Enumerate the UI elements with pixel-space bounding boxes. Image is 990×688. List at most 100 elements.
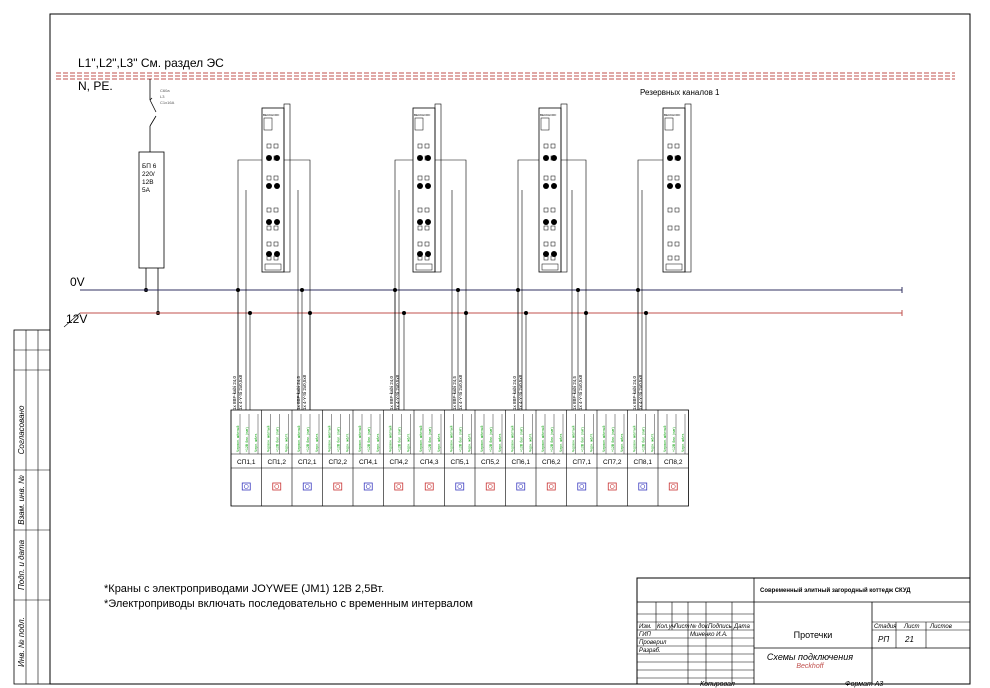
junction-dot bbox=[644, 311, 648, 315]
beckhoff-modules: BECKHOFF BECKHOFF BECKHOFF BECKHOFF bbox=[261, 103, 692, 273]
wire-color-label: Червон. жёлтый bbox=[328, 426, 332, 452]
stamp-sheet-value: 21 bbox=[904, 635, 914, 644]
stamp-sheet-header: Лист bbox=[903, 624, 919, 630]
wire-path bbox=[517, 159, 539, 410]
wire-color-label: Червон. жёлтый bbox=[419, 426, 423, 452]
terminal-cell-label: СП1,1 bbox=[237, 459, 256, 466]
stamp-copied: Копировал bbox=[700, 681, 735, 688]
module-brand-label: BECKHOFF bbox=[540, 113, 557, 117]
side-label-inv-orig: Инв. № подл. bbox=[17, 617, 26, 667]
terminal-cell-label: СП4,2 bbox=[390, 459, 409, 466]
cable-label: 1x 4-Y-Si 2x0,5x8 bbox=[638, 374, 643, 410]
breaker-label-2: L3 bbox=[160, 94, 165, 99]
wire-color-label: Черн. жёлт. bbox=[529, 433, 533, 452]
wire-color-label: Червон. жёлтый bbox=[358, 426, 362, 452]
terminal-cell: Червон. жёлтый+12В бел. (пит)Черн. жёлт.… bbox=[535, 410, 564, 506]
wire-color-label: +12В бел. (пит) bbox=[520, 427, 524, 452]
cable-label: 1x 8BF-kabi 24,0 bbox=[512, 375, 517, 410]
terminal-cell: Червон. жёлтый+12В бел. (пит)Черн. жёлт.… bbox=[291, 410, 320, 506]
feed-label-neutral: N, PE. bbox=[78, 79, 113, 93]
stamp-col-sheet: Лист bbox=[673, 624, 689, 630]
leak-sensor-icon bbox=[363, 482, 373, 491]
wire-color-label: +12В бел. (пит) bbox=[672, 427, 676, 452]
junction-dot bbox=[464, 311, 468, 315]
note-line-1: *Краны с электроприводами JOYWEE (JM1) 1… bbox=[104, 583, 384, 595]
wire-color-label: +12В бел. (пит) bbox=[489, 427, 493, 452]
wire-color-label: Червон. жёлтый bbox=[297, 426, 301, 452]
module-brand-label: BECKHOFF bbox=[414, 113, 431, 117]
terminal-cell: Червон. жёлтый+12В бел. (пит)Черн. жёлт.… bbox=[322, 410, 350, 506]
terminal-cell: Червон. жёлтый+12В бел. (пит)Черн. жёлт.… bbox=[627, 410, 655, 506]
beckhoff-module: BECKHOFF bbox=[412, 103, 442, 273]
wire-color-label: Червон. жёлтый bbox=[480, 426, 484, 452]
beckhoff-module: BECKHOFF bbox=[538, 103, 568, 273]
wire-path bbox=[561, 159, 587, 410]
wire-color-label: +12В бел. (пит) bbox=[367, 427, 371, 452]
cable-label: 1x 4-Y-Si 2x0,5x8 bbox=[518, 374, 523, 410]
terminal-cell-label: СП8,1 bbox=[634, 459, 653, 466]
cable-label: 1x 8BF-kabi 24,0 bbox=[389, 375, 394, 410]
wire-color-label: +12В бел. (пит) bbox=[581, 427, 585, 452]
leak-sensor-icon bbox=[333, 482, 343, 491]
module-brand-label: BECKHOFF bbox=[263, 113, 280, 117]
module-brand-label: BECKHOFF bbox=[664, 113, 681, 117]
junction-dot bbox=[393, 288, 397, 292]
stamp-col-change: Изм. bbox=[639, 624, 652, 630]
junction-dot bbox=[300, 288, 304, 292]
leak-sensor-icon bbox=[577, 482, 587, 491]
wire-color-label: +12В бел. (пит) bbox=[642, 427, 646, 452]
psu-label-3: 12В bbox=[142, 179, 154, 186]
wire-color-label: Червон. жёлтый bbox=[663, 426, 667, 452]
terminal-cell-label: СП7,1 bbox=[573, 459, 592, 466]
leak-sensor-icon bbox=[485, 482, 495, 491]
leak-sensor-icon bbox=[546, 482, 556, 491]
wire-color-label: Червон. жёлтый bbox=[267, 426, 271, 452]
wire-color-label: Черн. жёлт. bbox=[407, 433, 411, 452]
terminal-cell-label: СП4,1 bbox=[359, 459, 378, 466]
wire-color-label: Червон. жёлтый bbox=[572, 426, 576, 452]
stamp-drawing-subtitle: Beckhoff bbox=[796, 663, 824, 670]
stamp-stage-header: Стадия bbox=[874, 624, 897, 630]
junction-dot bbox=[584, 311, 588, 315]
wire-color-label: Черн. жёлт. bbox=[376, 433, 380, 452]
wire-color-label: Черн. жёлт. bbox=[651, 433, 655, 452]
title-block: Современный элитный загородный коттедж С… bbox=[636, 577, 971, 685]
side-label-inv-replace: Взам. инв. № bbox=[17, 475, 26, 525]
side-label-sign-date: Подп. и дата bbox=[17, 539, 26, 590]
stamp-gip: ГИП bbox=[639, 632, 652, 638]
stamp-format: Формат А3 bbox=[845, 681, 883, 688]
wire-color-label: +12В бел. (пит) bbox=[428, 427, 432, 452]
terminal-cell: Червон. жёлтый +12В бел. (пит) Черн. жёлт.… bbox=[352, 410, 381, 506]
cable-label: 1x 4-Y-Si 2x0,5x8 bbox=[578, 374, 583, 410]
cable-label: 1x 4-Y-Si 2x0,5x8 bbox=[302, 374, 307, 410]
terminal-strip: Червон. жёлтый +12В бел. (пит) Черн. жёлт.… bbox=[230, 409, 689, 507]
terminal-cell-label: СП5,1 bbox=[451, 459, 470, 466]
leak-sensor-icon bbox=[424, 482, 434, 491]
stamp-developed: Разраб. bbox=[639, 648, 661, 654]
wire-color-label: Черн. жёлт. bbox=[346, 433, 350, 452]
stamp-gip-name: Миненко И.А. bbox=[690, 632, 728, 638]
wire-color-label: +12В бел. (пит) bbox=[245, 427, 249, 452]
wire-color-label: Черн. жёлт. bbox=[254, 433, 258, 452]
junction-dot bbox=[308, 311, 312, 315]
circuit-breaker: C60a L3 C1x16A bbox=[149, 79, 175, 152]
side-block: Согласовано Взам. инв. № Подп. и дата Ин… bbox=[13, 329, 51, 685]
cable-label: 1x 8BF-kabi 24,0 bbox=[232, 375, 237, 410]
terminal-cell-label: СП6,1 bbox=[512, 459, 531, 466]
wire-color-label: Черн. жёлт. bbox=[590, 433, 594, 452]
wire-color-label: +12В бел. (пит) bbox=[276, 427, 280, 452]
stamp-checked: Проверил bbox=[639, 640, 667, 646]
junction-dot bbox=[576, 288, 580, 292]
wire-color-label: +12В бел. (пит) bbox=[459, 427, 463, 452]
beckhoff-module: BECKHOFF bbox=[261, 103, 291, 273]
cable-label: 1x 8BF-kabi 24,5 bbox=[572, 375, 577, 410]
leak-sensor-icon bbox=[302, 482, 312, 491]
wire-color-label: +12В бел. (пит) bbox=[398, 427, 402, 452]
wire-color-label: +12В бел. (пит) bbox=[550, 427, 554, 452]
stamp-project: Современный элитный загородный коттедж С… bbox=[760, 587, 911, 594]
terminal-cell: Червон. жёлтый+12В бел. (пит)Черн. жёлт.… bbox=[230, 410, 259, 506]
stamp-stage-value: РП bbox=[878, 635, 889, 644]
wire-color-label: Черн. жёлт. bbox=[559, 433, 563, 452]
terminal-cell: Червон. жёлтый+12В бел. (пит)Черн. жёлт.… bbox=[413, 410, 442, 506]
terminal-cell: Червон. жёлтый+12В бел. (пит)Черн. жёлт.… bbox=[383, 410, 411, 506]
